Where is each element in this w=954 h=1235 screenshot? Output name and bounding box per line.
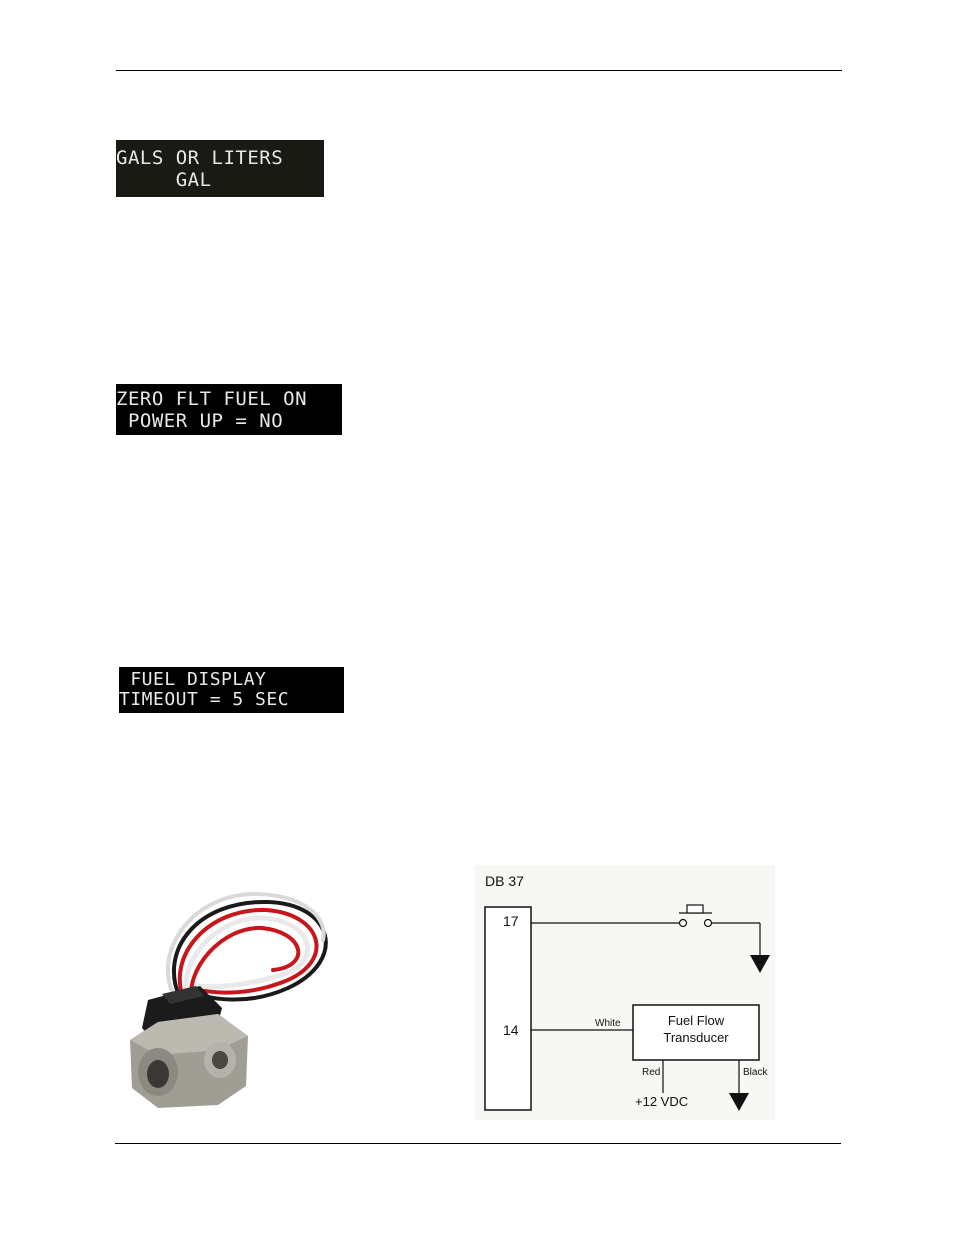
wire-white-label: White [595, 1018, 621, 1029]
lcd-units-display: GALS OR LITERS GAL [116, 140, 324, 197]
pin-17-label: 17 [503, 913, 519, 929]
wiring-diagram: DB 37 17 14 White Fuel Flow Transducer R… [475, 865, 775, 1120]
transducer-label-line1: Fuel Flow [668, 1013, 725, 1028]
connector-label: DB 37 [485, 873, 524, 889]
lcd-zero-fuel-display: ZERO FLT FUEL ON POWER UP = NO [116, 384, 342, 435]
fuel-flow-transducer-photo [130, 891, 328, 1108]
db37-connector-block [484, 906, 532, 1111]
lcd-fuel-timeout-display: FUEL DISPLAY TIMEOUT = 5 SEC [119, 667, 344, 713]
lcd-line-2: POWER UP = NO [116, 409, 284, 432]
push-button-switch-icon [679, 904, 712, 914]
ground-arrow-icon [750, 955, 770, 973]
lcd-line-1: GALS OR LITERS [116, 146, 284, 169]
ground-arrow-icon [729, 1093, 749, 1111]
lcd-line-2: GAL [116, 168, 212, 191]
wire-red-label: Red [642, 1067, 660, 1078]
switch-contact-right [703, 918, 713, 928]
header-rule [116, 70, 842, 71]
wire-black-label: Black [743, 1067, 768, 1078]
lcd-line-2: TIMEOUT = 5 SEC [119, 689, 290, 710]
pin-14-label: 14 [503, 1022, 519, 1038]
lcd-line-1: FUEL DISPLAY [119, 669, 267, 690]
supply-voltage-label: +12 VDC [635, 1094, 688, 1109]
lcd-line-1: ZERO FLT FUEL ON [116, 387, 308, 410]
fuel-flow-transducer-box [632, 1004, 760, 1061]
transducer-label-line2: Transducer [663, 1030, 729, 1045]
switch-contact-left [678, 918, 688, 928]
footer-rule [115, 1143, 841, 1144]
